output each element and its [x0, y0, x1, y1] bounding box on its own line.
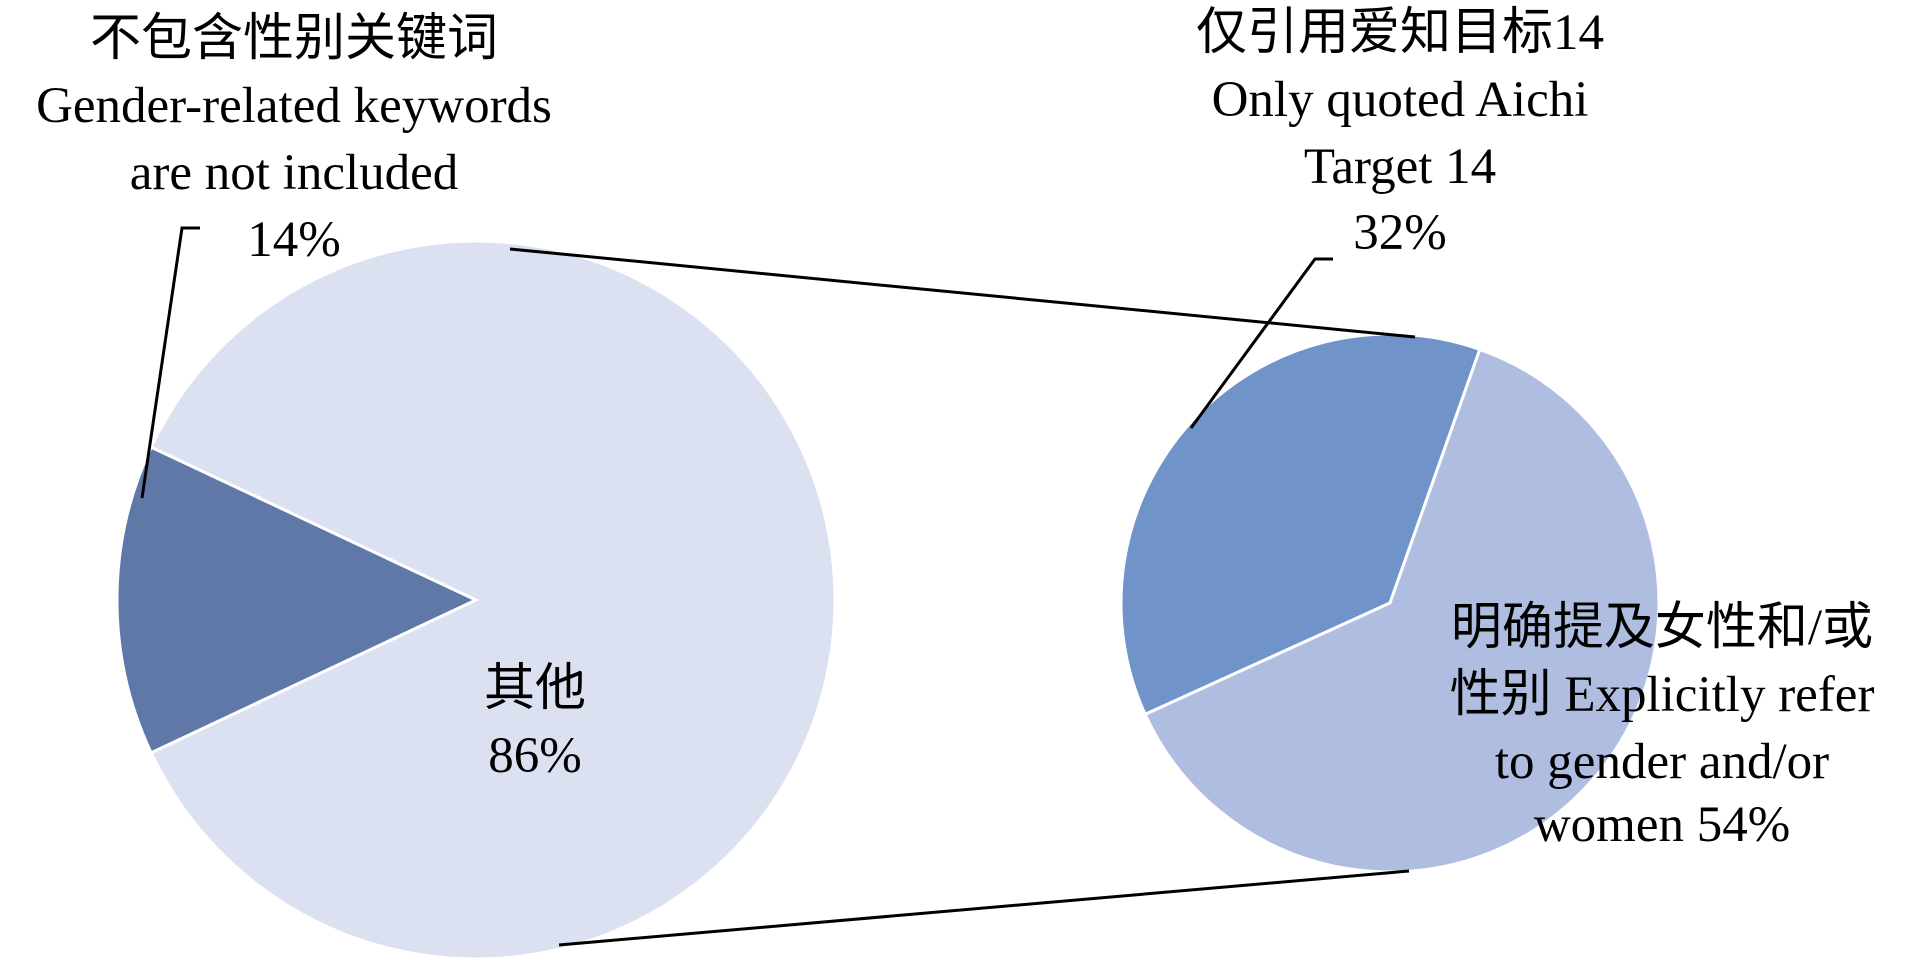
pie-slice-gender-not-included	[115, 445, 480, 755]
label-gender-not-included: 不包含性别关键词 Gender-related keywords are not…	[36, 11, 552, 268]
data-label-line: 仅引用爱知目标14	[1196, 5, 1604, 61]
pie-slice-explicit-gender	[1143, 347, 1661, 874]
data-label-line: 86%	[488, 728, 581, 784]
pie-slice-other	[149, 239, 837, 961]
label-only-aichi: 仅引用爱知目标14 Only quoted Aichi Target 14 32…	[1196, 5, 1604, 261]
data-label-line: women 54%	[1534, 797, 1790, 853]
data-label-line: 32%	[1353, 205, 1446, 261]
connector-line-bottom	[558, 869, 1410, 947]
leader-line-right	[1189, 257, 1333, 429]
data-label-line: Only quoted Aichi	[1212, 72, 1589, 128]
connector-line-top	[509, 247, 1416, 339]
data-label-line: 14%	[247, 212, 340, 268]
data-label-line: 性别 Explicitly refer	[1450, 667, 1875, 723]
label-other: 其他 86%	[484, 661, 586, 784]
data-label-line: 明确提及女性和/或	[1451, 600, 1873, 656]
data-label-line: 不包含性别关键词	[90, 11, 498, 67]
label-explicit-gender: 明确提及女性和/或 性别 Explicitly refer to gender …	[1450, 600, 1875, 853]
data-label-line: are not included	[130, 145, 459, 201]
data-label-line: to gender and/or	[1495, 734, 1829, 790]
data-label-line: 其他	[484, 661, 586, 717]
leader-line-left	[140, 226, 200, 499]
data-label-line: Gender-related keywords	[36, 78, 552, 134]
data-label-line: Target 14	[1304, 139, 1496, 195]
